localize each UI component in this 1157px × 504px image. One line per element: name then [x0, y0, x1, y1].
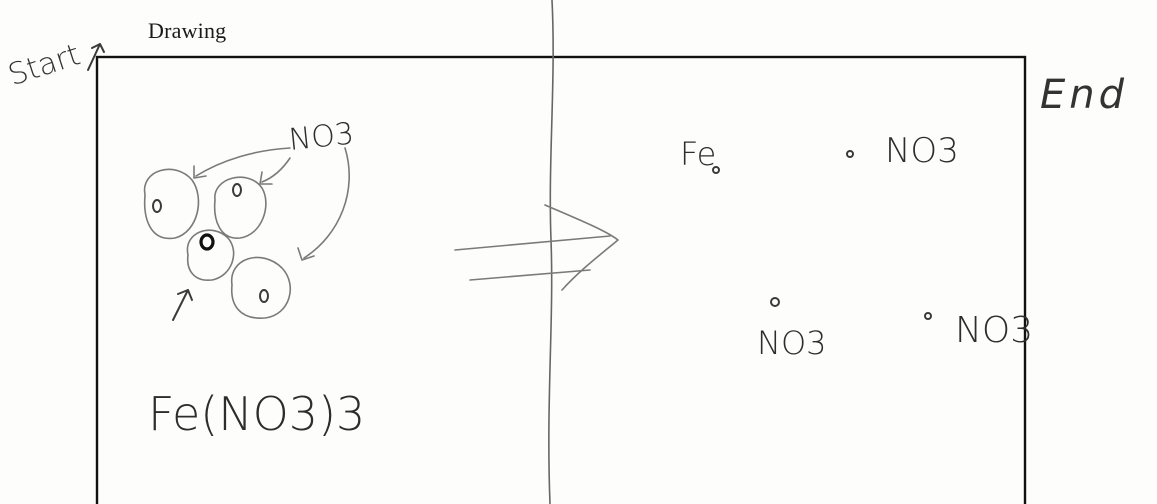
end-label: End [1040, 72, 1129, 118]
end-no3-label: NO3 [955, 310, 1033, 351]
ion-blob [231, 256, 292, 319]
start-pointer [87, 43, 105, 71]
end-ion-dot [770, 297, 780, 307]
end-ion-dot [846, 150, 854, 158]
end-no3-label: NO3 [885, 131, 959, 171]
drawing-box [95, 55, 1027, 504]
arrow-head [193, 165, 207, 179]
arrow-to-ion [195, 147, 291, 177]
ion-blob [213, 176, 267, 239]
ion-dot [232, 183, 242, 197]
end-ion-dot [924, 312, 932, 320]
ion-blob [186, 229, 235, 281]
end-no3-label: NO3 [757, 324, 826, 362]
start-formula: Fe(NO3)3 [148, 387, 365, 441]
panel-divider [548, 0, 554, 504]
end-fe-dot [712, 166, 720, 174]
arrow-to-ion [261, 157, 291, 183]
ion-dot [152, 199, 162, 213]
ion-blob [143, 168, 200, 240]
ion-cluster [143, 168, 292, 319]
drawing-heading: Drawing [148, 18, 227, 43]
arrow-head [259, 171, 273, 185]
start-no3-label: NO3 [287, 116, 355, 158]
fe-ion-dot [199, 233, 215, 251]
formula-pointer [172, 289, 193, 321]
ion-dot [259, 289, 269, 303]
arrow-head [297, 247, 315, 261]
reaction-arrow [454, 204, 619, 291]
arrow-to-ion [303, 147, 350, 259]
end-fe-label: Fe [680, 135, 716, 173]
